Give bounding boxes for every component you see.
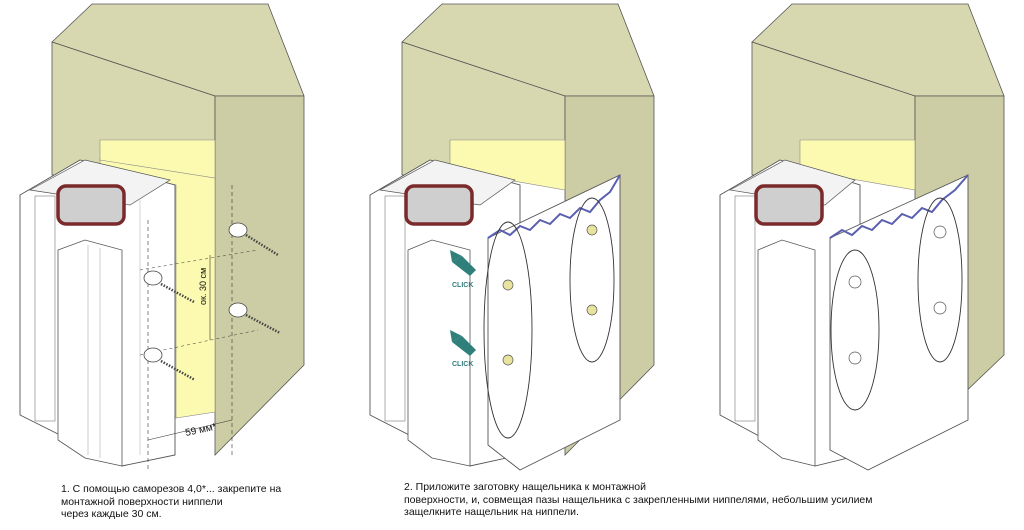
width-label: 59 мм* xyxy=(184,422,217,439)
click-arrow xyxy=(452,336,476,356)
nipple-screw xyxy=(228,302,281,335)
detail-circle xyxy=(917,197,963,363)
click-arrow xyxy=(450,330,462,342)
caption-line: через каждые 30 см. xyxy=(61,508,162,520)
cover-edge xyxy=(487,174,621,239)
step2-caption: 2. Приложите заготовку нащельника к монт… xyxy=(404,481,873,519)
spacing-label: ок. 30 см xyxy=(198,268,208,305)
click-arrow xyxy=(450,250,462,262)
mounting-strip-top xyxy=(799,139,916,191)
step1-caption: 1. С помощью саморезов 4,0*... закрепите… xyxy=(61,483,281,521)
detail-circle xyxy=(569,197,615,363)
cover-strip xyxy=(487,174,621,471)
caption-line: защелкните нащельник на ниппели. xyxy=(404,506,579,518)
click-label: CLICK xyxy=(452,282,473,289)
mounting-strip-top xyxy=(449,139,566,191)
cover-strip xyxy=(829,174,969,471)
seal-insert xyxy=(754,184,824,226)
caption-line: поверхности, и, совмещая пазы нащельника… xyxy=(404,493,873,506)
caption-line: 2. Приложите заготовку нащельника к монт… xyxy=(404,481,646,493)
profile-chamber xyxy=(34,195,56,422)
step3-illustration xyxy=(719,3,1005,471)
detail-circle xyxy=(830,249,880,411)
seal-insert xyxy=(56,184,126,226)
caption-line: монтажной поверхности ниппели xyxy=(61,495,223,508)
mounting-strip-top xyxy=(99,139,216,179)
detail-circle xyxy=(483,221,533,439)
nipple-screw xyxy=(143,347,196,382)
profile-mullion xyxy=(57,239,123,467)
nipple-screw xyxy=(228,222,279,257)
click-label: CLICK xyxy=(452,361,473,368)
caption-line: 1. С помощью саморезов 4,0*... закрепите… xyxy=(61,483,282,495)
step1-illustration: ок. 30 см 59 мм* xyxy=(19,3,305,470)
click-arrow xyxy=(452,256,476,276)
seal-insert xyxy=(404,184,474,226)
step2-illustration: CLICK CLICK xyxy=(369,3,655,471)
wall-side xyxy=(214,95,305,456)
cover-edge xyxy=(829,174,969,239)
nipple-screw xyxy=(143,270,195,304)
